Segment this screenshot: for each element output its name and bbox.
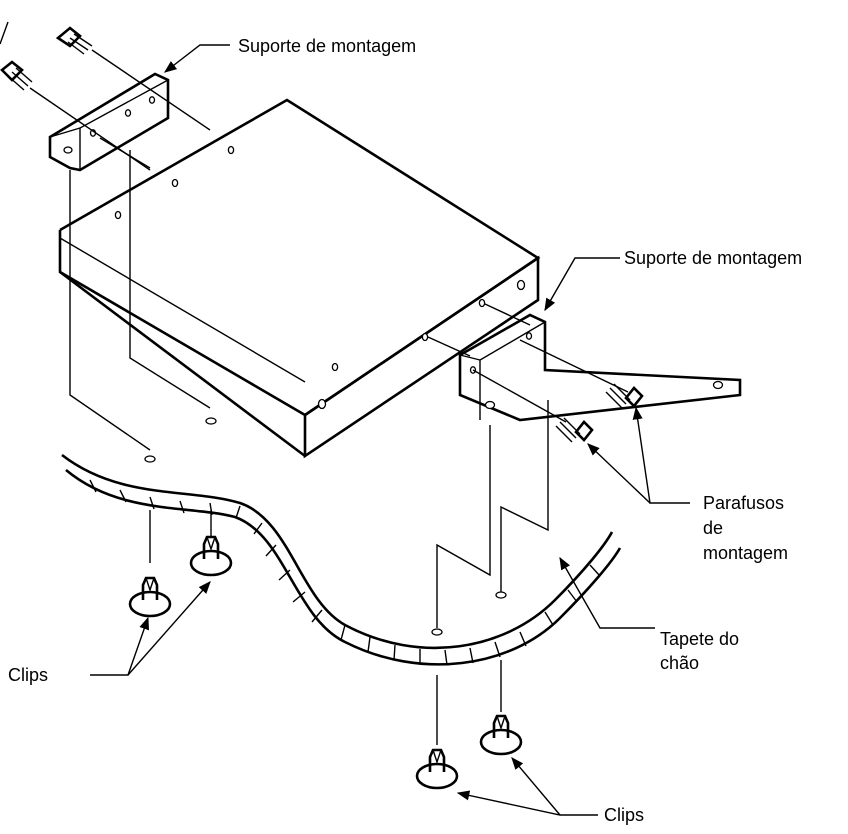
carpet-hole-4: [495, 591, 507, 599]
screw-right-1: [605, 383, 644, 409]
screw-top-left-1: [55, 26, 93, 55]
carpet-hole-1: [144, 455, 156, 463]
leader-bracket-right: [544, 257, 620, 312]
leader-clips-left-1: [90, 616, 150, 676]
guide-right-1: [436, 425, 491, 628]
label-clips-left: Clips: [8, 665, 49, 685]
label-screws-line3: montagem: [703, 543, 789, 563]
leader-clips-bottom-1: [456, 790, 598, 816]
label-carpet-line1: Tapete do: [660, 629, 740, 649]
leader-bracket-top: [164, 44, 230, 73]
guide-left-outer: [69, 170, 151, 451]
carpet-hole-2: [205, 417, 217, 425]
screw-guide-line-4: [472, 369, 567, 423]
label-carpet-line2: chão: [660, 653, 700, 673]
clip-bottom-2: [479, 714, 523, 756]
label-bracket-top: Suporte de montagem: [238, 36, 417, 56]
screw-guide-line-1: [91, 49, 211, 131]
guide-left-inner: [129, 150, 211, 409]
carpet-hole-3: [431, 628, 443, 636]
label-clips-bottom: Clips: [604, 805, 645, 825]
leader-carpet: [559, 556, 655, 629]
screw-top-left-2: [0, 60, 33, 91]
leader-clips-left-2: [127, 581, 211, 676]
label-bracket-right: Suporte de montagem: [624, 248, 803, 268]
floor-carpet: [61, 453, 622, 666]
clip-left-2: [189, 535, 233, 577]
leader-screws-1: [632, 406, 690, 504]
screw-right-2: [555, 417, 594, 443]
screw-arrow-fragment: [0, 21, 9, 45]
label-screws-line2: de: [703, 518, 724, 538]
label-screws-line1: Parafusos: [703, 493, 785, 513]
guide-right-2: [500, 400, 549, 592]
bracket-top-left: [48, 72, 170, 172]
clip-left-1: [128, 576, 172, 618]
clip-bottom-1: [415, 748, 459, 790]
bracket-guide-line: [99, 137, 151, 169]
main-unit-box: [58, 98, 541, 459]
leader-screws-2: [587, 443, 651, 504]
leader-clips-bottom-2: [511, 757, 561, 816]
screw-guide-line-3: [519, 339, 629, 393]
box-guide-line-2: [484, 303, 531, 326]
box-guide-line-1: [427, 336, 471, 357]
bracket-right: [458, 313, 742, 422]
